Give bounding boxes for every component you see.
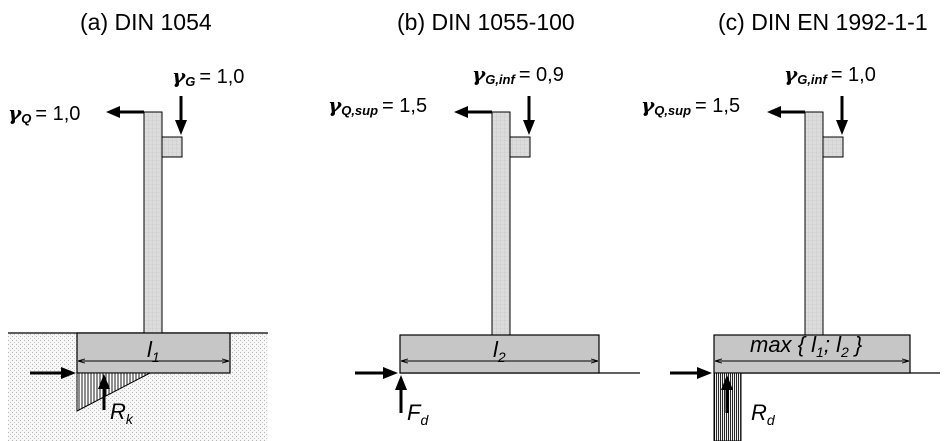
gamma-g-label: γG= 1,0: [172, 64, 244, 89]
footing: [713, 334, 911, 374]
gamma-q-label: γQ= 1,0: [8, 101, 80, 126]
gamma-q-label: γQ,sup= 1,5: [328, 93, 427, 118]
wall-stem: [491, 111, 511, 336]
reaction-arrowhead: [721, 375, 733, 390]
gamma-q-label: γQ,sup= 1,5: [641, 93, 740, 118]
width-label: l1: [147, 337, 160, 365]
horizontal-load-arrowhead: [767, 106, 781, 118]
pressure-diagram: [76, 372, 151, 412]
sliding-arrowhead: [383, 367, 398, 379]
reaction-arrowhead: [98, 374, 110, 389]
panel-c-title: (c) DIN EN 1992-1-1: [718, 9, 928, 35]
panel-b-title: (b) DIN 1055-100: [397, 9, 575, 35]
vertical-load-arrowhead: [175, 120, 187, 135]
sliding-arrowhead: [61, 367, 76, 379]
panel-a-title: (a) DIN 1054: [80, 9, 212, 35]
vertical-load-arrowhead: [836, 120, 848, 135]
horizontal-load-arrowhead: [106, 106, 120, 118]
horizontal-load-arrowhead: [454, 106, 468, 118]
panel-c: (c) DIN EN 1992-1-1 max { l1; l2 } γQ,su…: [641, 9, 940, 441]
panel-b: (b) DIN 1055-100 l2 γQ,sup= 1,5 γG,inf= …: [328, 9, 640, 428]
load-block: [509, 136, 531, 158]
wall-stem: [804, 111, 824, 336]
footing: [399, 334, 600, 374]
load-block: [822, 136, 844, 158]
reaction-label: Rk: [110, 399, 134, 427]
gamma-g-label: γG,inf= 1,0: [784, 62, 876, 87]
reaction-label: Fd: [407, 400, 429, 428]
load-block: [161, 136, 183, 158]
footing: [76, 332, 231, 374]
width-label: l2: [493, 337, 506, 365]
width-label: max { l1; l2 }: [750, 332, 863, 360]
sliding-arrowhead: [697, 367, 712, 379]
vertical-load-arrowhead: [523, 120, 535, 135]
wall-stem: [143, 111, 163, 334]
reaction-label: Rd: [751, 400, 776, 428]
gamma-g-label: γG,inf= 0,9: [472, 62, 564, 87]
reaction-arrowhead: [395, 375, 407, 390]
panel-a: (a) DIN 1054 l1 γQ= 1,0 γG= 1,0 Rk: [8, 9, 268, 441]
